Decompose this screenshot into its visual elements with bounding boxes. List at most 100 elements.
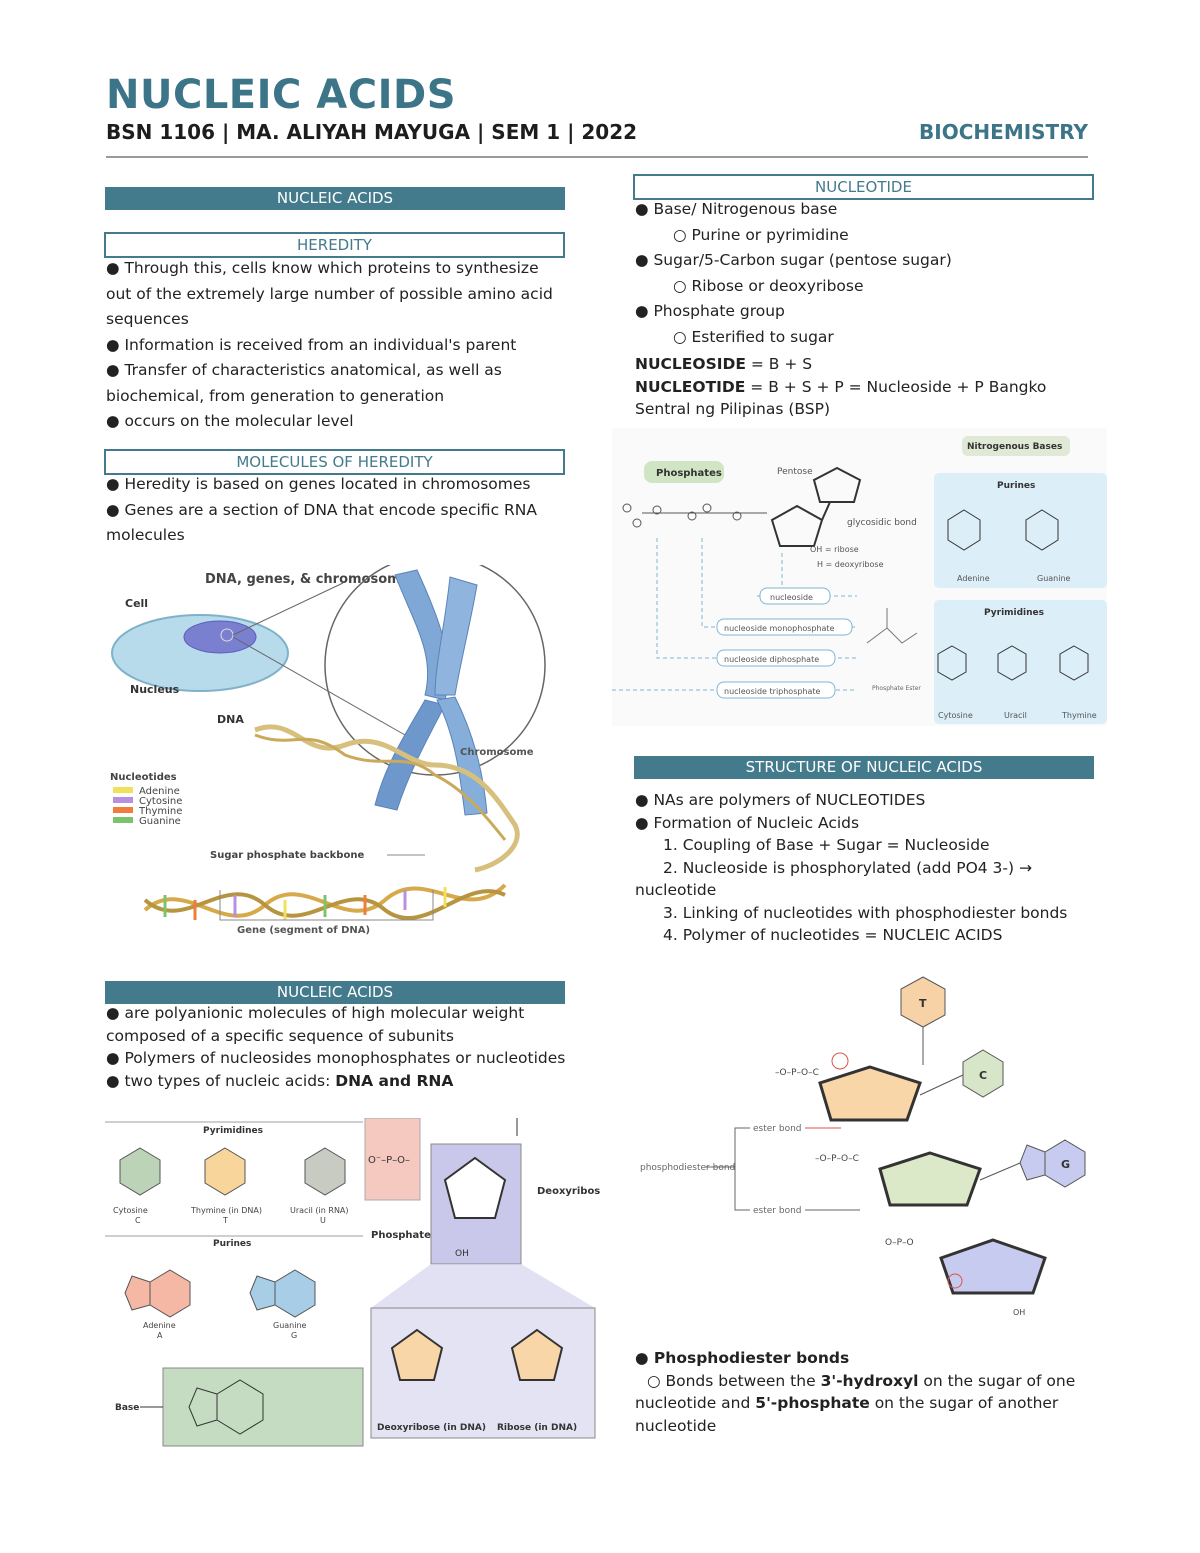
chromosome-shape <box>374 569 488 816</box>
list-item: ● two types of nucleic acids: DNA and RN… <box>106 1071 454 1090</box>
author-line: BSN 1106 | MA. ALIYAH MAYUGA | SEM 1 | 2… <box>106 120 638 144</box>
list-item: ● are polyanionic molecules of high mole… <box>106 1004 525 1045</box>
nucleoside-formula: NUCLEOSIDE = B + S <box>635 355 813 373</box>
cytosine-label: Cytosine <box>938 711 973 720</box>
uracil-name: Uracil (in RNA) <box>290 1206 349 1215</box>
guanine-name: Guanine <box>273 1321 307 1330</box>
uracil-ring <box>304 1147 346 1196</box>
step-continuation: nucleotide <box>635 881 717 899</box>
list-item: ● occurs on the molecular level <box>106 412 354 430</box>
deoxyribose-ring <box>390 1328 444 1381</box>
ribose-ring <box>510 1328 564 1381</box>
thymine-name: Thymine (in DNA) <box>190 1206 262 1215</box>
dna-label: DNA <box>217 713 244 726</box>
dna-genes-chromosomes-figure: DNA, genes, & chromosomes Cell Nucleus C… <box>110 565 546 936</box>
svg-text:G: G <box>291 1331 297 1340</box>
svg-text:T: T <box>222 1216 228 1225</box>
svg-text:C: C <box>135 1216 141 1225</box>
step-item: 2. Nucleoside is phosphorylated (add PO4… <box>663 858 1032 877</box>
pyrimidines-panel <box>934 600 1107 724</box>
sugar-3 <box>939 1238 1047 1295</box>
sub-list-item: ○ Bonds between the 3'-hydroxyl on the s… <box>635 1371 1076 1435</box>
header-divider <box>106 156 1088 158</box>
gene-label: Gene (segment of DNA) <box>237 925 370 936</box>
bases-sugar-phosphate-figure: Pyrimidines Cytosine C Thymine (in DNA) … <box>105 1118 600 1447</box>
svg-text:G: G <box>1061 1158 1070 1171</box>
phosphate-label: Phosphate <box>371 1230 431 1241</box>
deoxyribose-label: Deoxyribose (in DNA) <box>377 1423 486 1433</box>
molecules-list: ● Heredity is based on genes located in … <box>106 472 566 549</box>
list-item: ● Polymers of nucleosides monophosphates… <box>106 1049 566 1067</box>
list-item: ● Phosphate group <box>635 302 785 320</box>
base-label: Base <box>115 1403 139 1413</box>
legend-adenine: Adenine <box>139 786 180 797</box>
phosphate-chain <box>622 503 767 528</box>
cytosine-swatch <box>113 797 133 803</box>
structure-list: ● NAs are polymers of NUCLEOTIDES ● Form… <box>635 789 1097 947</box>
sub-list-item: ○ Purine or pyrimidine <box>673 225 849 244</box>
nmp-label: nucleoside monophosphate <box>724 624 835 633</box>
thymine-swatch <box>113 807 133 813</box>
subheader-nucleotide: NUCLEOTIDE <box>633 174 1094 200</box>
cell-label: Cell <box>125 597 148 610</box>
nitrogenous-bases-label: Nitrogenous Bases <box>967 442 1062 452</box>
nucleotide-list: ● Base/ Nitrogenous base ○ Purine or pyr… <box>635 197 1097 350</box>
phosphate-ester-label: Phosphate Ester <box>872 685 921 692</box>
svg-text:OH: OH <box>455 1249 469 1259</box>
cytosine-base <box>962 1049 1004 1098</box>
adenine-name: Adenine <box>143 1321 176 1330</box>
phosphodiester-notes: ● Phosphodiester bonds ○ Bonds between t… <box>635 1347 1097 1437</box>
subject-label: BIOCHEMISTRY <box>919 120 1088 144</box>
purines-label: Purines <box>213 1239 251 1249</box>
step-item: 4. Polymer of nucleotides = NUCLEIC ACID… <box>663 926 1003 944</box>
guanine-swatch <box>113 817 133 823</box>
list-item: ● Formation of Nucleic Acids <box>635 813 860 832</box>
dna-strand <box>254 724 520 873</box>
legend-thymine: Thymine <box>138 806 182 817</box>
section-header-structure: STRUCTURE OF NUCLEIC ACIDS <box>634 756 1094 779</box>
svg-text:O⁻–P–O–: O⁻–P–O– <box>368 1155 410 1166</box>
svg-text:–O–P–O–C: –O–P–O–C <box>815 1154 859 1164</box>
phosphodiester-label: phosphodiester bond <box>640 1163 735 1173</box>
nucleotide-formula: NUCLEOTIDE = B + S + P = Nucleoside + P … <box>635 377 1047 419</box>
page-title: NUCLEIC ACIDS <box>106 72 456 118</box>
section-header-nucleic-acids: NUCLEIC ACIDS <box>105 187 565 210</box>
list-item: ● Heredity is based on genes located in … <box>106 475 531 493</box>
section-header-nucleic-acids-2: NUCLEIC ACIDS <box>105 981 565 1004</box>
ester-bond-label-top: ester bond <box>753 1124 802 1134</box>
list-item: ● Sugar/5-Carbon sugar (pentose sugar) <box>635 251 952 269</box>
pentose-ring <box>770 504 824 547</box>
adenine-ring <box>149 1269 191 1318</box>
nucleic-acids-list: ● are polyanionic molecules of high mole… <box>106 1002 566 1092</box>
nucleoside-label: nucleoside <box>770 593 813 602</box>
ribose-label: Ribose (in DNA) <box>497 1423 577 1433</box>
legend-guanine: Guanine <box>139 816 181 827</box>
double-helix <box>143 883 507 920</box>
pyrimidines-label: Pyrimidines <box>203 1126 263 1136</box>
list-item: ● Genes are a section of DNA that encode… <box>106 500 537 545</box>
cytosine-ring <box>119 1147 161 1196</box>
list-item: ● NAs are polymers of NUCLEOTIDES <box>635 791 926 809</box>
ester-bond-label-bottom: ester bond <box>753 1206 802 1216</box>
pyrimidines-title: Pyrimidines <box>984 608 1044 618</box>
purines-title: Purines <box>997 481 1035 491</box>
list-item: ● Transfer of characteristics anatomical… <box>106 361 502 405</box>
phosphates-label: Phosphates <box>656 468 722 479</box>
svg-text:OH: OH <box>1013 1308 1025 1317</box>
nucleotide-composition-figure: Phosphates Pentose glycosidic bond OH = … <box>612 428 1107 726</box>
phosphates-pill <box>644 461 724 483</box>
step-item: 3. Linking of nucleotides with phosphodi… <box>663 903 1068 922</box>
glycosidic-label: glycosidic bond <box>847 518 917 528</box>
pentose-label: Pentose <box>777 467 813 477</box>
polynucleotide-chain-figure: T –O–P–O–C C ester bond phosphodiester b… <box>640 976 1086 1317</box>
sub-list-item: ○ Ribose or deoxyribose <box>673 276 864 295</box>
list-item: ● Base/ Nitrogenous base <box>635 200 838 218</box>
nucleus-label: Nucleus <box>130 683 180 696</box>
thymine-label: Thymine <box>1061 711 1097 720</box>
subheader-heredity: HEREDITY <box>104 232 565 258</box>
list-item: ● Through this, cells know which protein… <box>106 259 553 328</box>
sugar-label: Deoxyribose or ribose sugar <box>537 1186 600 1197</box>
svg-text:C: C <box>979 1069 987 1082</box>
heredity-list: ● Through this, cells know which protein… <box>106 256 566 435</box>
sugar-1 <box>818 1065 922 1122</box>
